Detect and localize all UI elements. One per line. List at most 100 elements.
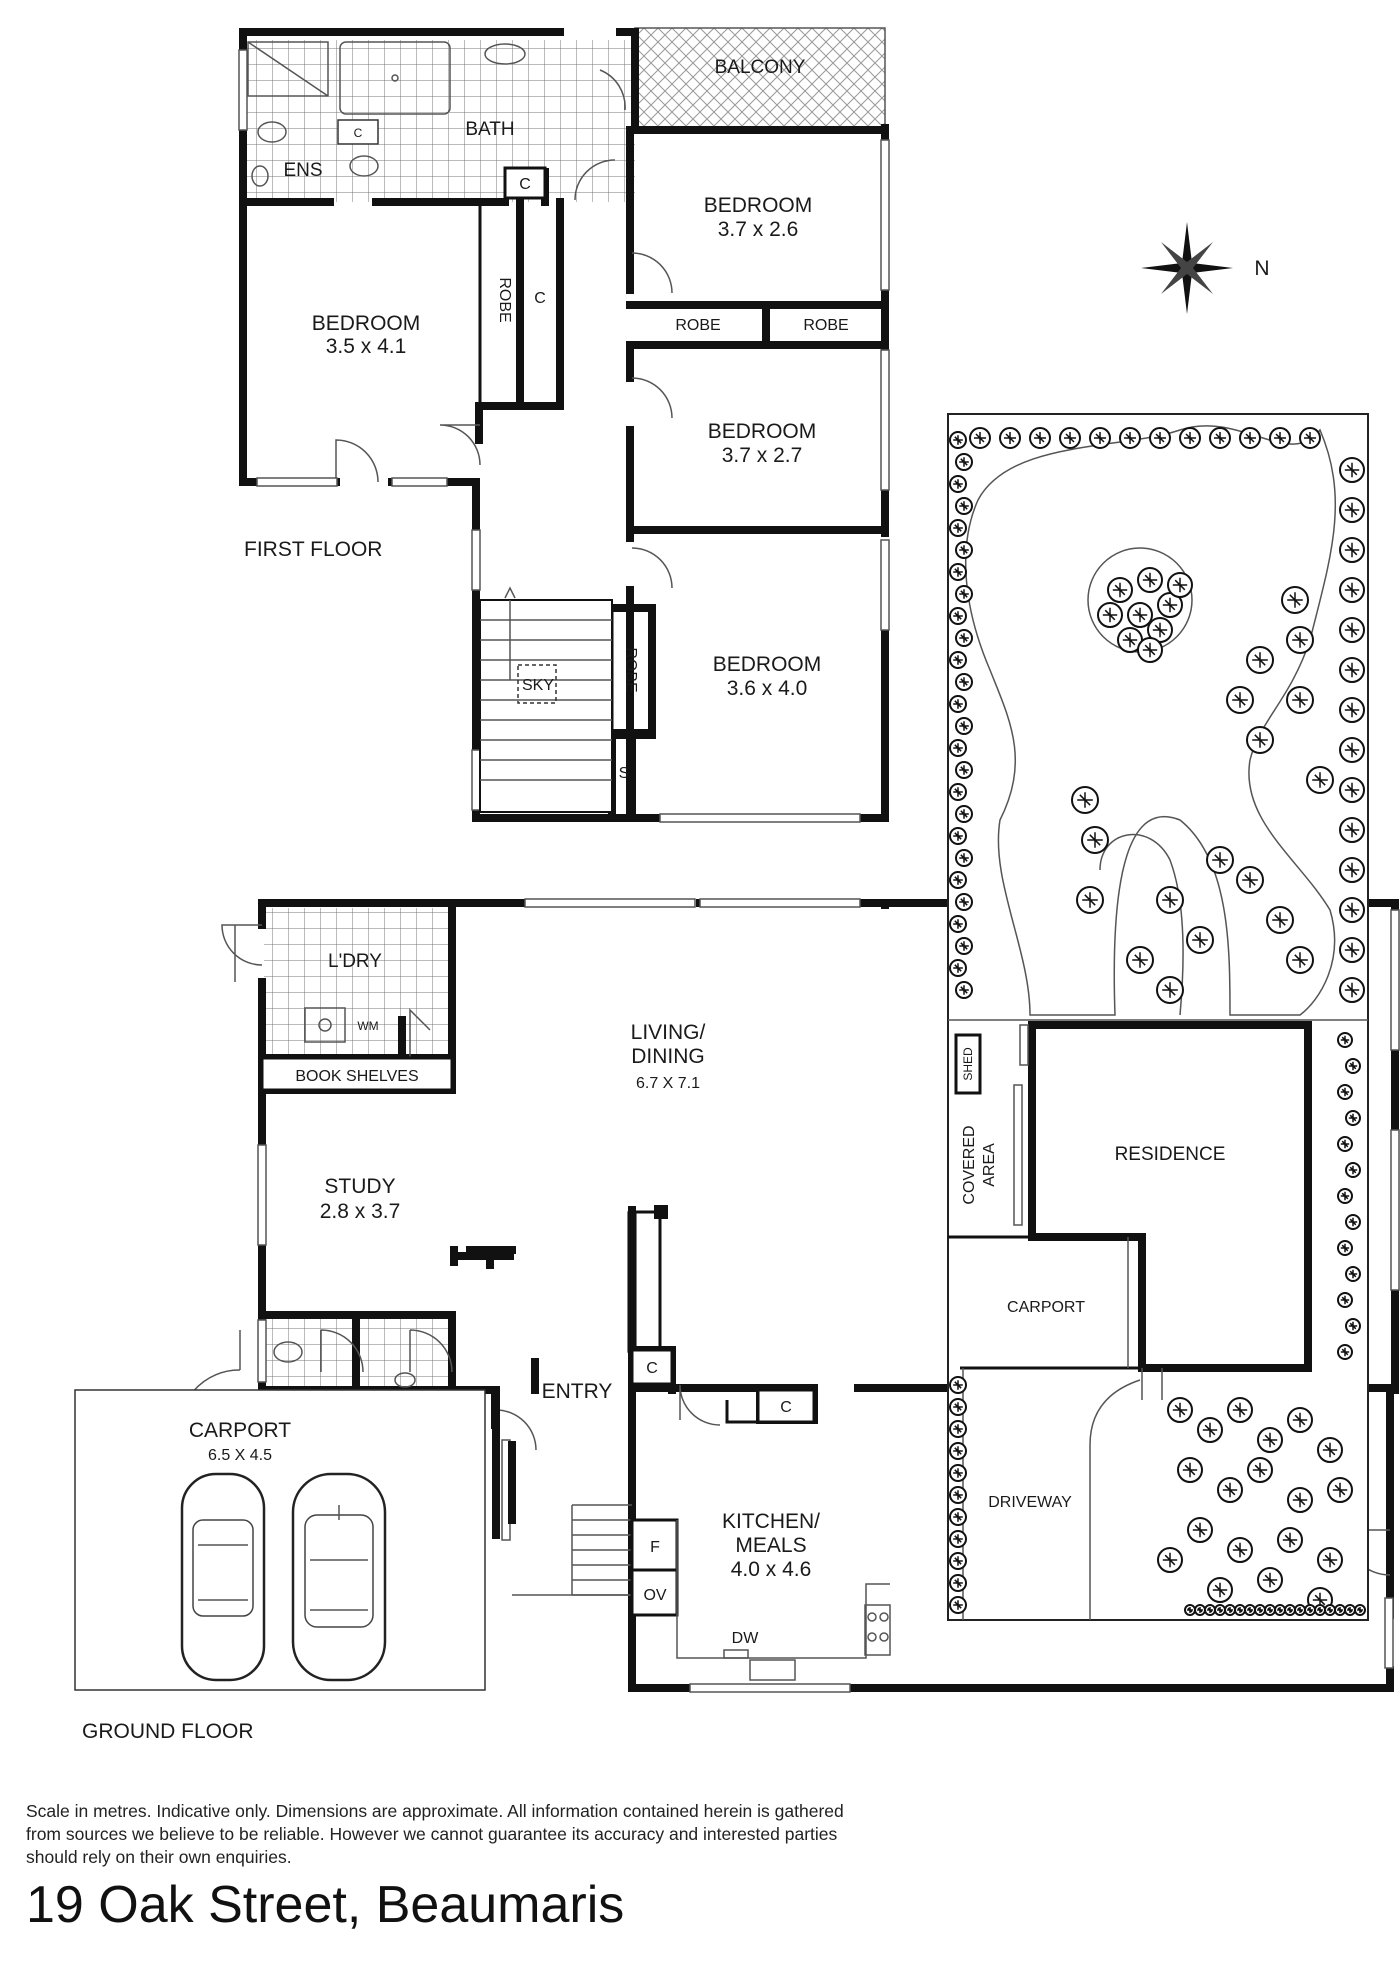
tree-canopy-detail [1348,1113,1358,1123]
powder-basin [394,1372,416,1388]
tree-canopy-detail [1340,1295,1350,1305]
tree-canopy-detail [1344,942,1360,958]
ens-label: ENS [283,160,322,181]
tree-canopy-detail [1348,1269,1358,1279]
tree-canopy-detail [953,1512,963,1522]
tree-canopy-detail [1192,932,1208,948]
bedroom-mid-dimensions: 3.7 x 2.7 [722,444,803,467]
fridge-label: F [650,1539,660,1556]
robe-label-hall: ROBE [496,277,513,322]
tree-canopy-detail [1344,662,1360,678]
tree-canopy-detail [1344,782,1360,798]
cooktop [864,1604,891,1656]
tree-canopy-detail [953,875,963,885]
tree-canopy-detail [959,633,969,643]
tree-canopy-detail [1282,1532,1298,1548]
tree-canopy-detail [1212,1582,1228,1598]
tree-canopy-detail [1004,432,1016,444]
ground-floor-title: GROUND FLOOR [82,1720,254,1743]
laundry-tiles [264,908,452,1058]
tree-canopy-detail [1340,1191,1350,1201]
entry-stairs [512,1504,632,1596]
north-compass-icon [1141,222,1233,314]
tree-canopy-detail [1162,982,1178,998]
tree-canopy-detail [1348,1061,1358,1071]
tree-canopy-detail [953,655,963,665]
tree-canopy-detail [1214,432,1226,444]
closet-label-hall: C [534,290,546,307]
tree-canopy-detail [1252,652,1268,668]
tree-canopy-detail [1212,852,1228,868]
tree-canopy-detail [1162,892,1178,908]
tree-canopy-detail [1217,1607,1223,1613]
tree-canopy-detail [1202,1422,1218,1438]
car-left [180,1472,266,1682]
tree-canopy-detail [1297,1607,1303,1613]
tree-canopy-detail [1337,1607,1343,1613]
tree-canopy-detail [953,567,963,577]
tree-canopy-detail [1344,502,1360,518]
tree-canopy-detail [953,743,963,753]
shed-label: SHED [961,1047,975,1081]
tree-canopy-detail [1357,1607,1363,1613]
tree-canopy-detail [1064,432,1076,444]
tree-canopy-detail [1312,772,1328,788]
tree-canopy-detail [953,1380,963,1390]
tree-canopy-detail [1252,1462,1268,1478]
tree-canopy-detail [959,457,969,467]
tree-canopy-detail [1347,1607,1353,1613]
robe-label-bedroom-se: ROBE [622,647,639,692]
tree-canopy-detail [1192,1522,1208,1538]
tree-canopy-detail [1247,1607,1253,1613]
bedroom-ne-label: BEDROOM [704,194,813,217]
covered-area-label-line1: COVERED [961,1125,978,1204]
tree-canopy-detail [1132,952,1148,968]
closet-label-bath: C [519,176,531,193]
carport-dimensions: 6.5 X 4.5 [208,1447,272,1464]
bedroom-se-dimensions: 3.6 x 4.0 [727,677,808,700]
tree-canopy-detail [1344,902,1360,918]
robe-label-bedroom-ne-left: ROBE [675,317,720,334]
tree-canopy-detail [1197,1607,1203,1613]
tree-canopy-detail [953,787,963,797]
skylight-label: SKY [522,677,554,694]
tree-canopy-detail [1292,952,1308,968]
tree-canopy-detail [1340,1035,1350,1045]
tree-canopy-detail [953,1556,963,1566]
tree-canopy-detail [1344,622,1360,638]
tree-canopy-detail [1082,892,1098,908]
wet-area-tiles [245,40,635,202]
ens-basin [251,165,269,187]
tree-canopy-detail [1242,872,1258,888]
tree-canopy-detail [1348,1217,1358,1227]
ground-floor-plan: WM L'DRY BOOK SHELVES C C F OV [74,898,1400,1743]
storage-label: S [619,765,630,782]
tree-canopy-detail [959,853,969,863]
bedroom-mid-label: BEDROOM [708,420,817,443]
tree-canopy-detail [1304,432,1316,444]
tree-canopy-detail [1348,1321,1358,1331]
site-carport-label: CARPORT [1007,1299,1085,1316]
dishwasher-label: DW [732,1630,760,1647]
tree-canopy-detail [1322,1552,1338,1568]
tree-canopy-detail [1077,792,1093,808]
tree-canopy-detail [1340,1087,1350,1097]
kitchen-meals-label-line2: MEALS [735,1534,806,1557]
car-right [291,1472,387,1682]
tree-canopy-detail [959,809,969,819]
study-label: STUDY [324,1175,395,1198]
living-dining-dimensions: 6.7 X 7.1 [636,1075,700,1092]
tree-canopy-detail [1142,642,1158,658]
tree-canopy-detail [1344,582,1360,598]
property-address: 19 Oak Street, Beaumaris [26,1876,625,1934]
tree-canopy-detail [1307,1607,1313,1613]
tree-canopy-detail [1317,1607,1323,1613]
tree-canopy-detail [974,432,986,444]
laundry-label: L'DRY [328,951,382,972]
tree-canopy-detail [1132,607,1148,623]
north-label: N [1254,257,1269,280]
tree-canopy-detail [953,479,963,489]
tree-canopy-detail [1232,1402,1248,1418]
bath-label: BATH [465,119,514,140]
